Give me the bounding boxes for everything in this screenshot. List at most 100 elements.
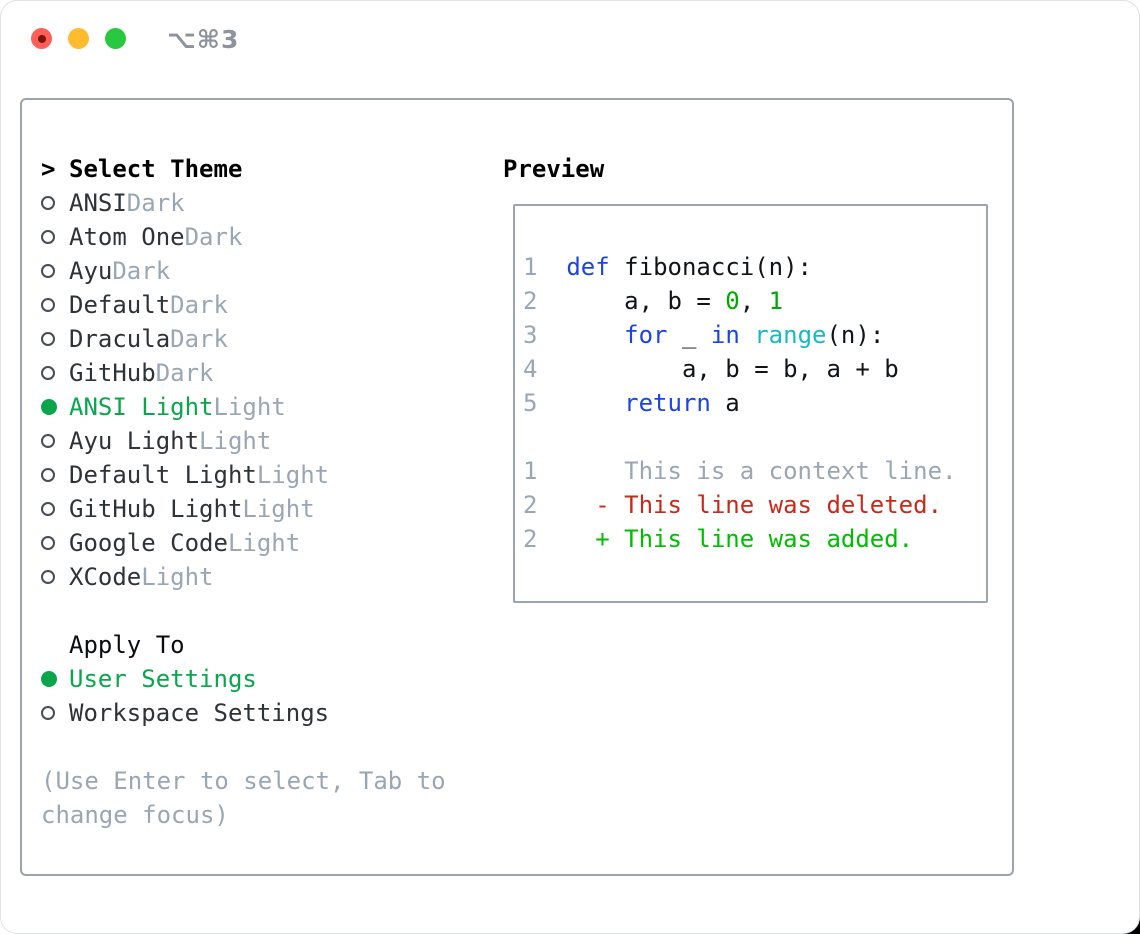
code-token-num: 0 bbox=[725, 287, 740, 315]
theme-option-github-light[interactable]: GitHub Light Light bbox=[41, 492, 491, 526]
radio-unselected-icon[interactable] bbox=[41, 298, 55, 312]
theme-variant-label: Dark bbox=[184, 223, 243, 251]
code-token-plain: , bbox=[739, 287, 769, 315]
theme-option-label: Ayu bbox=[69, 257, 113, 285]
code-token-kw: def bbox=[566, 253, 610, 281]
close-dot-icon bbox=[37, 34, 46, 43]
line-number: 2 bbox=[523, 287, 538, 315]
line-number: 1 bbox=[523, 457, 538, 485]
select-theme-header: >Select Theme bbox=[41, 152, 491, 186]
theme-variant-label: Dark bbox=[155, 359, 214, 387]
apply-to-option-label: Workspace Settings bbox=[69, 699, 330, 727]
help-text-line-2: change focus) bbox=[41, 801, 229, 829]
theme-variant-label: Light bbox=[141, 563, 214, 591]
radio-unselected-icon[interactable] bbox=[41, 196, 55, 210]
code-token-del: - This line was deleted. bbox=[537, 491, 943, 519]
code-token-plain bbox=[740, 321, 754, 349]
apply-to-option-workspace-settings[interactable]: Workspace Settings bbox=[41, 696, 491, 730]
traffic-lights bbox=[31, 28, 126, 49]
theme-variant-label: Dark bbox=[126, 189, 185, 217]
close-button[interactable] bbox=[31, 28, 52, 49]
radio-unselected-icon[interactable] bbox=[41, 332, 55, 346]
minimize-button[interactable] bbox=[68, 28, 89, 49]
theme-option-label: Default bbox=[69, 291, 171, 319]
radio-unselected-icon[interactable] bbox=[41, 570, 55, 584]
theme-option-ayu[interactable]: Ayu Dark bbox=[41, 254, 491, 288]
theme-option-google-code[interactable]: Google Code Light bbox=[41, 526, 491, 560]
theme-option-label: ANSI Light bbox=[69, 393, 214, 421]
theme-option-default[interactable]: Default Dark bbox=[41, 288, 491, 322]
apply-to-label: Apply To bbox=[69, 631, 185, 659]
select-theme-label: Select Theme bbox=[69, 155, 243, 183]
theme-variant-label: Light bbox=[213, 393, 286, 421]
theme-option-label: GitHub bbox=[69, 359, 156, 387]
theme-option-label: ANSI bbox=[69, 189, 127, 217]
code-line: 1 def fibonacci(n): bbox=[523, 250, 986, 284]
spacer bbox=[523, 420, 986, 454]
code-token-muted: This is a context line. bbox=[537, 457, 957, 485]
code-line: 2 a, b = 0, 1 bbox=[523, 284, 986, 318]
code-line: 5 return a bbox=[523, 386, 986, 420]
radio-selected-icon[interactable] bbox=[41, 671, 57, 687]
code-token-kw: for bbox=[624, 321, 668, 349]
radio-unselected-icon[interactable] bbox=[41, 230, 55, 244]
radio-selected-icon[interactable] bbox=[41, 399, 57, 415]
preview-title: Preview bbox=[503, 155, 605, 183]
theme-option-ayu-light[interactable]: Ayu Light Light bbox=[41, 424, 491, 458]
theme-option-ansi[interactable]: ANSI Dark bbox=[41, 186, 491, 220]
theme-variant-label: Light bbox=[199, 427, 272, 455]
theme-option-github[interactable]: GitHub Dark bbox=[41, 356, 491, 390]
help-text-line-1: (Use Enter to select, Tab to bbox=[41, 767, 446, 795]
code-token-plain bbox=[537, 253, 566, 281]
diff-line: 2 - This line was deleted. bbox=[523, 488, 986, 522]
apply-to-option-label: User Settings bbox=[69, 665, 257, 693]
code-token-plain bbox=[537, 321, 624, 349]
radio-unselected-icon[interactable] bbox=[41, 468, 55, 482]
theme-option-dracula[interactable]: Dracula Dark bbox=[41, 322, 491, 356]
diff-line: 2 + This line was added. bbox=[523, 522, 986, 556]
theme-option-label: Dracula bbox=[69, 325, 171, 353]
radio-unselected-icon[interactable] bbox=[41, 536, 55, 550]
line-number: 2 bbox=[523, 525, 538, 553]
line-number: 1 bbox=[523, 253, 538, 281]
theme-variant-label: Light bbox=[227, 529, 301, 557]
radio-unselected-icon[interactable] bbox=[41, 502, 55, 516]
radio-unselected-icon[interactable] bbox=[41, 706, 55, 720]
code-token-plain bbox=[537, 389, 624, 417]
theme-option-default-light[interactable]: Default Light Light bbox=[41, 458, 491, 492]
diff-line: 1 This is a context line. bbox=[523, 454, 986, 488]
theme-option-label: XCode bbox=[69, 563, 142, 591]
radio-unselected-icon[interactable] bbox=[41, 366, 55, 380]
theme-option-ansi-light[interactable]: ANSI Light Light bbox=[41, 390, 491, 424]
spacer bbox=[41, 594, 491, 628]
apply-to-option-user-settings[interactable]: User Settings bbox=[41, 662, 491, 696]
theme-variant-label: Light bbox=[256, 461, 330, 489]
code-token-plain: a bbox=[710, 389, 740, 417]
line-number: 4 bbox=[523, 355, 538, 383]
theme-option-label: Ayu Light bbox=[69, 427, 200, 455]
help-text: (Use Enter to select, Tab to change focu… bbox=[41, 764, 491, 832]
code-token-kw: in bbox=[710, 321, 740, 349]
theme-option-xcode[interactable]: XCode Light bbox=[41, 560, 491, 594]
line-number: 5 bbox=[523, 389, 538, 417]
theme-option-label: Atom One bbox=[69, 223, 185, 251]
code-token-plain: (n): bbox=[826, 321, 885, 349]
code-token-add: + This line was added. bbox=[537, 525, 914, 553]
theme-variant-label: Light bbox=[242, 495, 315, 523]
diff-preview: 1 This is a context line.2 - This line w… bbox=[523, 454, 986, 556]
theme-option-atom-one[interactable]: Atom One Dark bbox=[41, 220, 491, 254]
radio-unselected-icon[interactable] bbox=[41, 264, 55, 278]
theme-option-label: Google Code bbox=[69, 529, 228, 557]
theme-variant-label: Dark bbox=[170, 291, 228, 319]
window-title: ⌥⌘3 bbox=[167, 25, 240, 54]
theme-option-label: GitHub Light bbox=[69, 495, 243, 523]
zoom-button[interactable] bbox=[105, 28, 126, 49]
theme-option-label: Default Light bbox=[69, 461, 257, 489]
radio-unselected-icon[interactable] bbox=[41, 434, 55, 448]
